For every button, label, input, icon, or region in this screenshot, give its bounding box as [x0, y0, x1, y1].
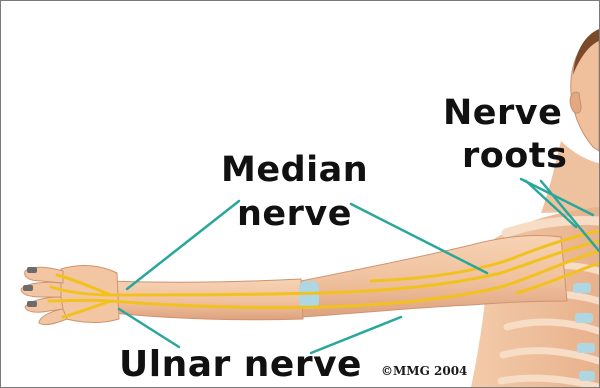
- ear: [570, 92, 581, 113]
- median-leader-hand: [127, 201, 239, 289]
- median-nerve-label-line1: Median: [221, 153, 368, 188]
- nerve-roots-label-line2: roots: [462, 139, 567, 174]
- elbow-cartilage: [299, 281, 319, 309]
- median-nerve-label-line2: nerve: [237, 197, 352, 232]
- copyright-notice: ©MMG 2004: [381, 364, 467, 378]
- ulnar-nerve-label: Ulnar nerve: [119, 347, 362, 383]
- nerve-roots-label-line1: Nerve: [443, 96, 562, 131]
- forearm: [111, 279, 303, 320]
